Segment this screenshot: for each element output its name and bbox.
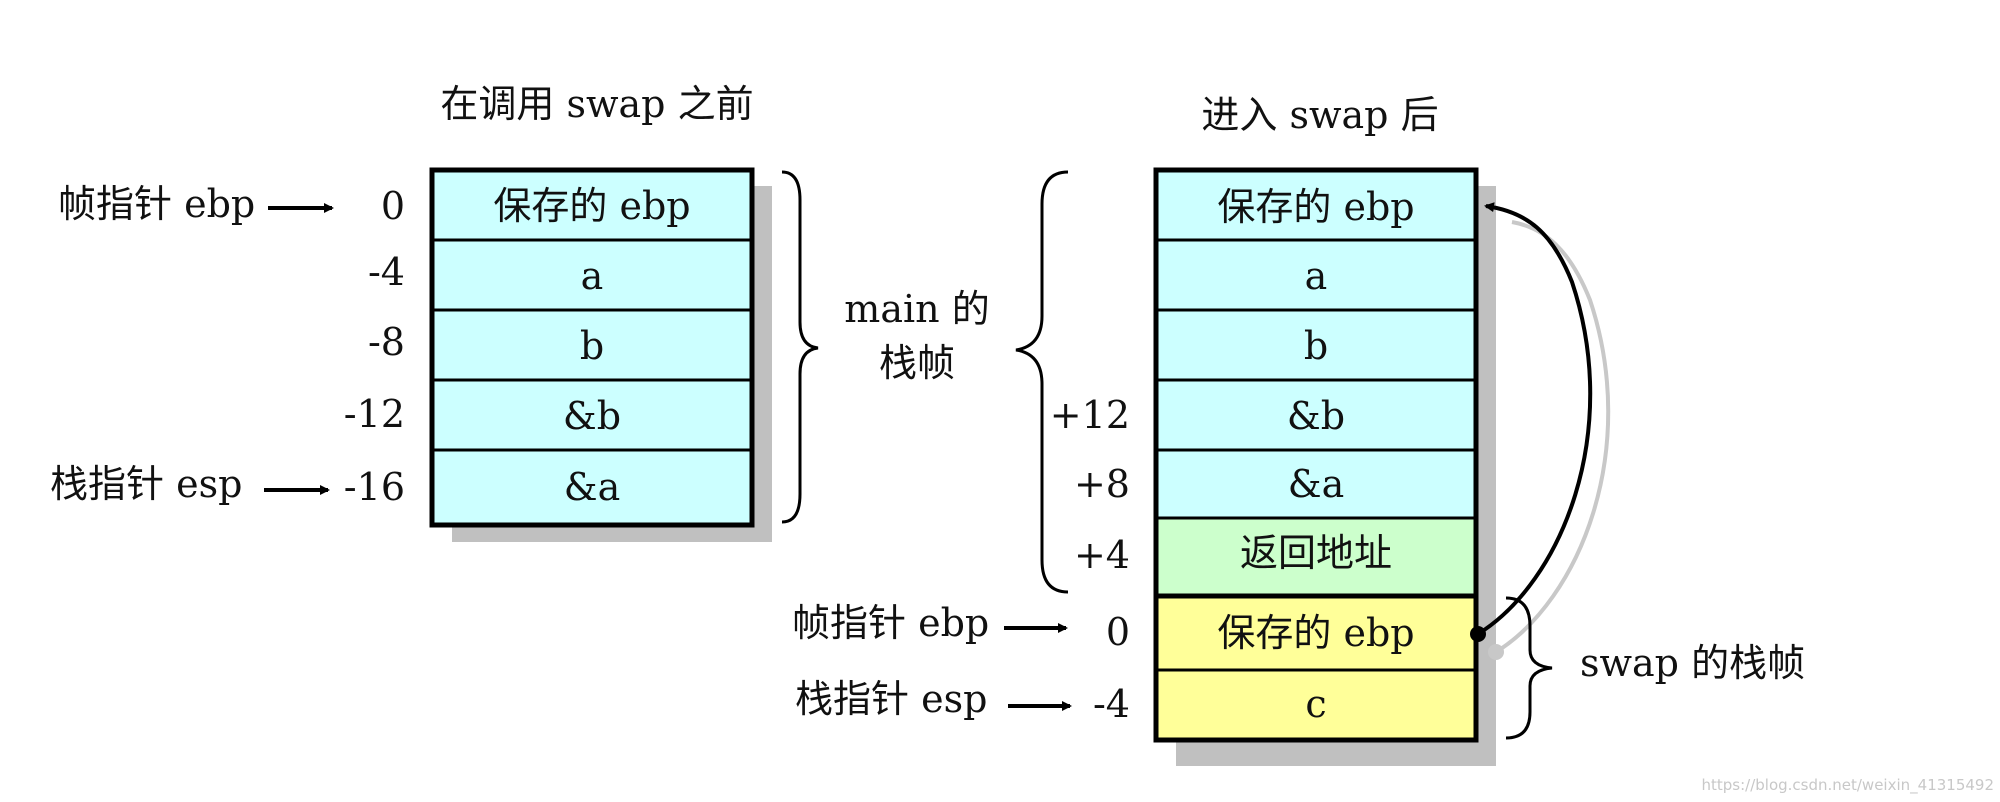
saved-ebp-link-arrow bbox=[1470, 202, 1611, 660]
left-row-2: b -8 bbox=[368, 308, 754, 382]
offset-label: 0 bbox=[381, 184, 405, 228]
stack-cell-text: &a bbox=[564, 465, 620, 509]
right-row-3: &b +12 bbox=[1050, 378, 1478, 452]
right-row-4: &a +8 bbox=[1074, 448, 1478, 520]
link-arrow-shadow bbox=[1494, 220, 1611, 654]
right-row-5: 返回地址 +4 bbox=[1074, 516, 1478, 598]
stack-cell bbox=[1154, 448, 1478, 520]
left-row-3: &b -12 bbox=[344, 378, 754, 452]
stack-cell bbox=[430, 308, 754, 382]
stack-cell-text: b bbox=[1304, 324, 1328, 368]
main-frame-right-brace bbox=[781, 170, 819, 524]
left-esp-pointer: 栈指针 esp bbox=[50, 462, 330, 506]
left-ebp-pointer: 帧指针 ebp bbox=[58, 182, 334, 226]
stack-cell-text: &b bbox=[1287, 394, 1345, 438]
right-row-6: 保存的 ebp 0 bbox=[1106, 594, 1478, 672]
stack-cell-text: 保存的 ebp bbox=[493, 184, 690, 228]
esp-label: 栈指针 esp bbox=[50, 462, 242, 506]
ebp-label: 帧指针 ebp bbox=[792, 601, 989, 645]
stack-cell-text: c bbox=[1305, 682, 1326, 726]
right-ebp-pointer: 帧指针 ebp bbox=[792, 601, 1068, 645]
offset-label: -12 bbox=[344, 392, 405, 436]
right-row-7: c -4 bbox=[1093, 668, 1478, 742]
offset-label: 0 bbox=[1106, 610, 1130, 654]
right-row-1: a bbox=[1154, 238, 1478, 312]
esp-label: 栈指针 esp bbox=[795, 677, 987, 721]
offset-label: -8 bbox=[368, 320, 405, 364]
stack-cell-text: &b bbox=[563, 394, 621, 438]
watermark: https://blog.csdn.net/weixin_41315492 bbox=[1701, 776, 1994, 795]
link-arrow-dot bbox=[1470, 626, 1486, 642]
left-stack: 保存的 ebp 0 a -4 b -8 &b -12 &a -16 bbox=[344, 167, 772, 542]
main-frame-label-line1: main 的 bbox=[844, 287, 989, 331]
right-stack: 保存的 ebp a b &b +12 &a +8 返回地址 +4 保存的 ebp bbox=[1050, 167, 1496, 766]
right-esp-pointer: 栈指针 esp bbox=[795, 677, 1072, 721]
stack-cell bbox=[1154, 308, 1478, 382]
offset-label: -16 bbox=[344, 465, 405, 509]
left-stack-title: 在调用 swap 之前 bbox=[440, 82, 753, 126]
left-row-1: a -4 bbox=[368, 238, 754, 312]
main-frame-left-brace bbox=[1015, 170, 1069, 594]
right-row-0: 保存的 ebp bbox=[1154, 168, 1478, 242]
right-stack-outline bbox=[1153, 167, 1479, 743]
swap-frame-label: swap 的栈帧 bbox=[1580, 641, 1805, 685]
ebp-label: 帧指针 ebp bbox=[58, 182, 255, 226]
main-frame-label-line2: 栈帧 bbox=[879, 341, 955, 385]
offset-label: +8 bbox=[1074, 462, 1130, 506]
right-row-2: b bbox=[1154, 308, 1478, 382]
offset-label: -4 bbox=[368, 250, 405, 294]
left-stack-outline bbox=[429, 167, 755, 528]
swap-frame-brace bbox=[1505, 596, 1553, 740]
offset-label: +12 bbox=[1050, 393, 1130, 437]
left-row-4: &a -16 bbox=[344, 448, 754, 527]
stack-cell-text: 保存的 ebp bbox=[1217, 185, 1414, 229]
stack-cell-text: 保存的 ebp bbox=[1217, 611, 1414, 655]
stack-cell-text: 返回地址 bbox=[1240, 531, 1392, 575]
stack-cell-text: a bbox=[1305, 254, 1328, 298]
right-stack-title: 进入 swap 后 bbox=[1201, 93, 1438, 137]
stack-cell-text: a bbox=[581, 254, 604, 298]
offset-label: +4 bbox=[1074, 533, 1130, 577]
stack-cell bbox=[430, 238, 754, 312]
stack-cell-text: &a bbox=[1288, 462, 1344, 506]
left-row-0: 保存的 ebp 0 bbox=[381, 168, 754, 242]
stack-cell-text: b bbox=[580, 324, 604, 368]
link-arrow-curve bbox=[1476, 202, 1593, 636]
link-arrow-shadow-dot bbox=[1488, 644, 1504, 660]
stack-cell bbox=[430, 168, 754, 242]
offset-label: -4 bbox=[1093, 682, 1130, 726]
